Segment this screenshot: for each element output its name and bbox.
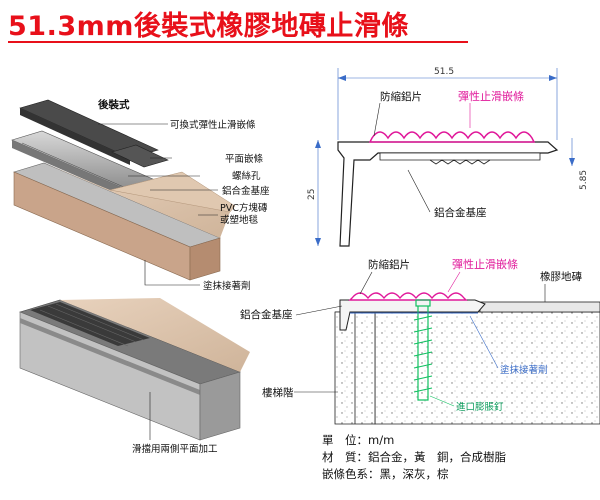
iso2-tile-top [60, 298, 250, 372]
spec-material-key: 材 質： [322, 450, 368, 464]
bottom-label-adhesive: 塗抹接著劑 [500, 364, 548, 376]
label-alu-base-iso: 鋁合金基座 [222, 185, 270, 197]
dim-height: 25 [307, 189, 317, 200]
bottom-label-base: 鋁合金基座 [240, 308, 293, 321]
bottom-label-elastic: 彈性止滑嵌條 [452, 257, 518, 271]
label-pvc-tile-2: 或塑地毯 [220, 214, 259, 226]
label-pvc-tile-1: PVC方塊磚 [220, 202, 268, 214]
iso-tile-top [44, 163, 230, 238]
page-title: 51.3mm後裝式橡膠地磚止滑條 [8, 11, 409, 42]
label-anti-slip-flat: 滑擋用兩側平面加工 [132, 443, 218, 455]
bottom-elastic-strip [348, 292, 468, 301]
section-bottom: 防縮鋁片 彈性止滑嵌條 橡膠地磚 鋁合金基座 塗抹接著劑 樓梯階 進口膨脹釘 [240, 257, 600, 425]
rubber-tile [479, 301, 600, 313]
dim-small: 5.85 [579, 170, 589, 190]
spec-color: 嵌條色系：黑，深灰，棕 [322, 466, 449, 482]
label-adhesive-iso: 塗抹接著劑 [203, 280, 251, 292]
iso-alu-base-side [12, 140, 132, 200]
spec-unit-key: 單 位： [322, 433, 368, 447]
spec-unit: 單 位：m/m [322, 432, 394, 448]
bottom-label-stairs: 樓梯階 [262, 386, 294, 399]
spec-material-val: 鋁合金，黃 銅，合成樹脂 [368, 450, 506, 464]
spec-unit-val: m/m [368, 433, 395, 447]
iso-strip-dark [19, 99, 159, 159]
bottom-alu-base [339, 299, 486, 331]
label-flat-strip: 平面嵌條 [225, 153, 264, 165]
top-label-shrink: 防縮鋁片 [380, 90, 422, 103]
iso-exploded-view: 後裝式 可換式彈性止滑嵌條 平面嵌條 螺絲孔 鋁合金基座 PVC方塊磚 或塑地毯… [11, 98, 270, 292]
top-elastic-strip [368, 131, 536, 143]
bottom-label-rubber-tile: 橡膠地磚 [540, 270, 582, 283]
label-replaceable-strip: 可換式彈性止滑嵌條 [170, 119, 256, 131]
top-label-base: 鋁合金基座 [434, 206, 487, 219]
iso-assembled-view: 滑擋用兩側平面加工 [19, 298, 250, 455]
top-profile-outline [337, 141, 559, 247]
section-top: 51.5 25 5.85 防縮鋁片 彈性止滑嵌條 鋁合金基座 [307, 67, 589, 247]
title-underline [8, 41, 468, 43]
bottom-label-anchor: 進口膨脹釘 [456, 401, 504, 413]
spec-color-key: 嵌條色系： [322, 467, 380, 481]
iso-heading: 後裝式 [97, 98, 130, 111]
spec-color-val: 黑，深灰，棕 [379, 467, 449, 481]
bottom-label-shrink: 防縮鋁片 [368, 258, 410, 271]
iso-flat-strip [111, 144, 169, 168]
dim-width: 51.5 [434, 67, 454, 77]
label-screw-hole: 螺絲孔 [232, 170, 261, 182]
spec-material: 材 質：鋁合金，黃 銅，合成樹脂 [322, 449, 506, 465]
top-label-elastic: 彈性止滑嵌條 [458, 89, 524, 103]
iso-strip-dark-side [20, 108, 130, 165]
